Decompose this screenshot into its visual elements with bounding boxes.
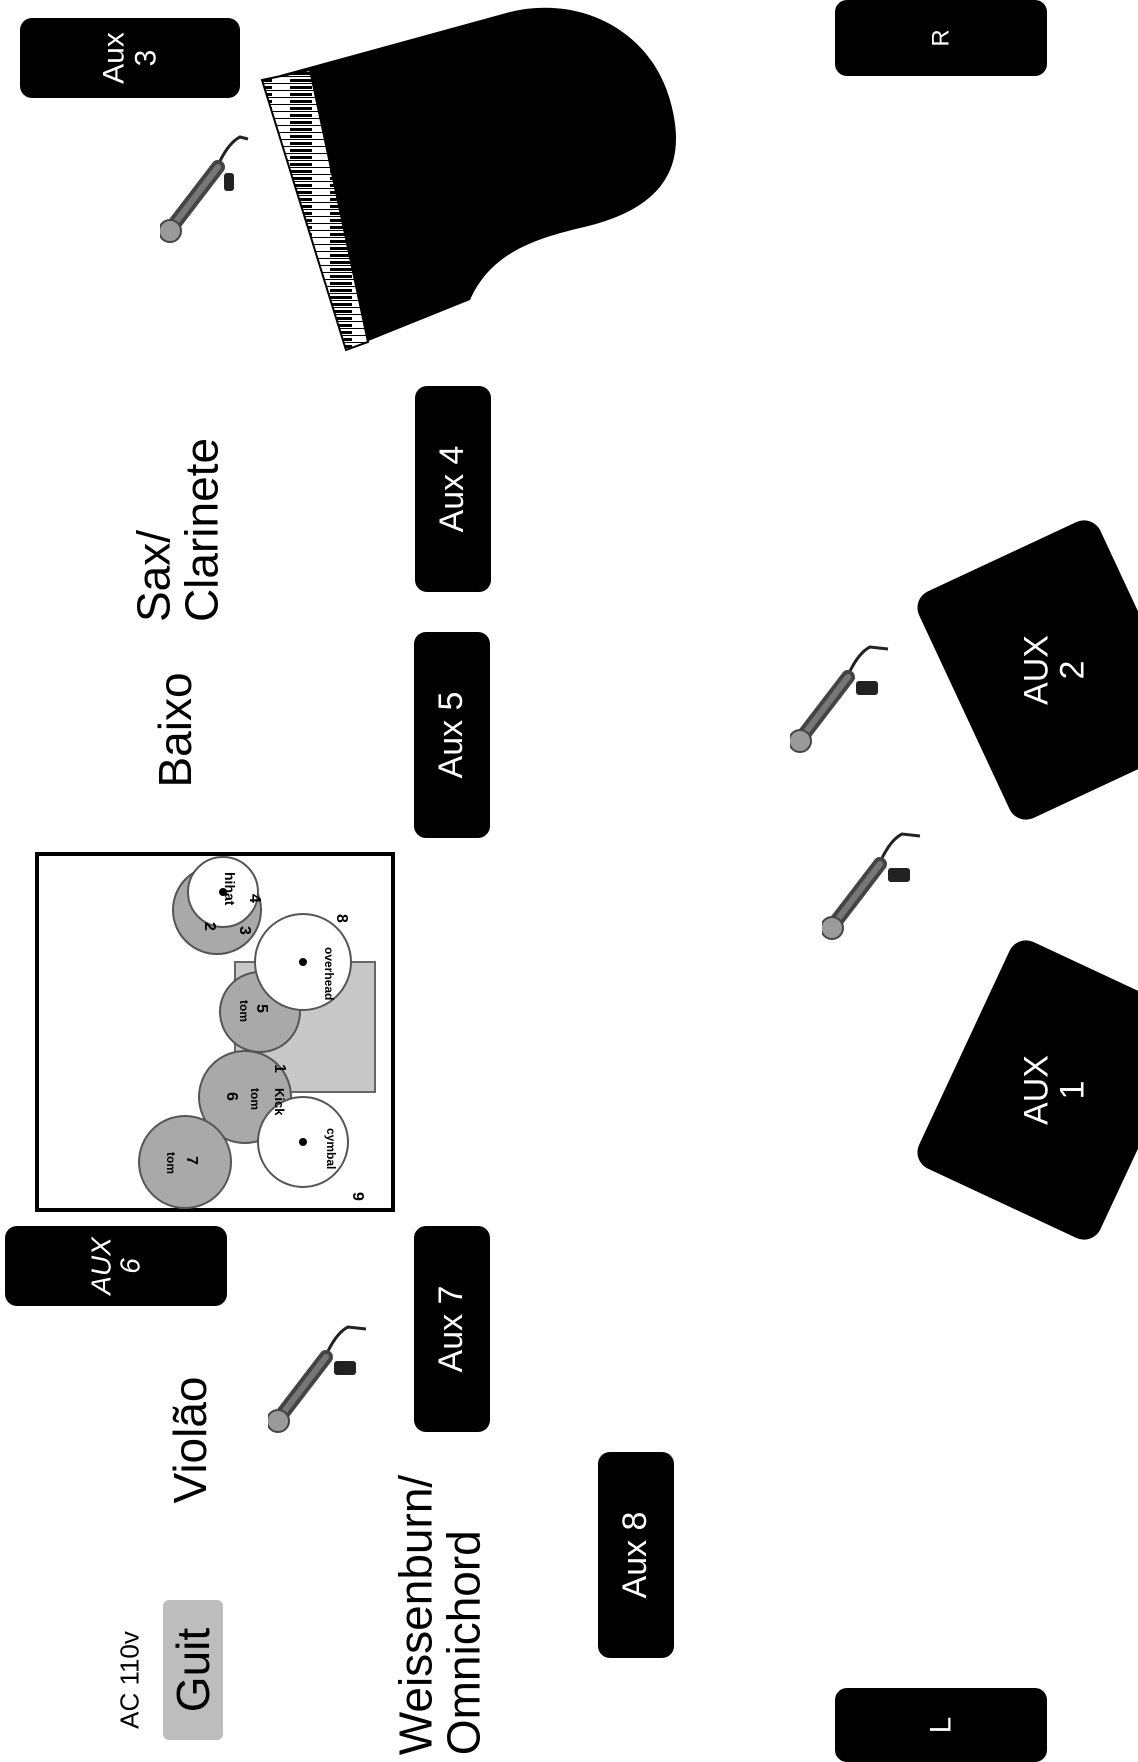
monitor-aux-2[interactable]: AUX 2 bbox=[911, 514, 1138, 826]
microphone-icon bbox=[790, 645, 889, 753]
microphone-icon bbox=[822, 832, 921, 940]
monitor-aux-7[interactable]: Aux 7 bbox=[414, 1226, 490, 1432]
grand-piano bbox=[260, 7, 676, 352]
position-sax-clarinete: Sax/ Clarinete bbox=[118, 430, 238, 630]
monitor-right-label: R bbox=[927, 29, 955, 47]
hihat-num: 4 bbox=[246, 894, 263, 903]
aux7-label: Aux 7 bbox=[432, 1285, 471, 1373]
monitor-aux-3[interactable]: Aux 3 bbox=[20, 18, 240, 98]
monitor-aux-4[interactable]: Aux 4 bbox=[415, 386, 491, 592]
ac-power-label: AC 110v bbox=[110, 1620, 150, 1740]
tom2-num: 2 bbox=[201, 922, 218, 931]
monitor-left[interactable]: L bbox=[835, 1688, 1047, 1762]
aux5-label: Aux 5 bbox=[432, 691, 471, 779]
guitar-amp: Guit bbox=[163, 1600, 223, 1740]
cymbal-label: cymbal bbox=[324, 1128, 338, 1169]
kick-label: Kick bbox=[272, 1088, 287, 1116]
baixo-label: Baixo bbox=[148, 672, 201, 788]
guit-label: Guit bbox=[166, 1627, 219, 1713]
monitor-right[interactable]: R bbox=[835, 0, 1047, 76]
position-violao: Violão bbox=[160, 1370, 220, 1510]
tom5-num: 5 bbox=[253, 1004, 270, 1013]
tom6-num: 6 bbox=[223, 1092, 240, 1101]
tom7-num: 7 bbox=[183, 1156, 200, 1165]
aux2-line2: 2 bbox=[1053, 660, 1091, 680]
weissenburn-line2: Omnichord bbox=[438, 1530, 490, 1756]
aux4-label: Aux 4 bbox=[433, 445, 472, 533]
aux3-line1: Aux bbox=[97, 32, 131, 84]
aux6-line1: AUX bbox=[85, 1237, 117, 1295]
hihat-label: hihat bbox=[222, 872, 238, 906]
drum-kit: hihat 4 2 3 8 overhead tom 5 1 Kick 6 to… bbox=[35, 852, 395, 1212]
position-baixo: Baixo bbox=[145, 665, 205, 795]
aux2-line1: AUX bbox=[1017, 635, 1056, 705]
ac-label: AC 110v bbox=[114, 1631, 145, 1729]
aux1-line1: AUX bbox=[1017, 1055, 1056, 1125]
tom7-label: tom bbox=[164, 1152, 178, 1174]
monitor-aux-1[interactable]: AUX 1 bbox=[911, 934, 1138, 1246]
tom6-label: tom bbox=[248, 1088, 262, 1110]
position-weissenburn: Weissenburn/ Omnichord bbox=[380, 1475, 500, 1755]
snare-num: 3 bbox=[236, 926, 253, 935]
tom-7 bbox=[138, 1115, 232, 1209]
monitor-aux-8[interactable]: Aux 8 bbox=[598, 1452, 674, 1658]
monitor-aux-6[interactable]: AUX 6 bbox=[5, 1226, 227, 1306]
kick-num: 1 bbox=[271, 1064, 288, 1073]
aux1-line2: 1 bbox=[1053, 1080, 1091, 1100]
sax-line2: Clarinete bbox=[176, 437, 228, 623]
aux6-line2: 6 bbox=[115, 1258, 146, 1274]
violao-label: Violão bbox=[163, 1376, 216, 1504]
monitor-aux-5[interactable]: Aux 5 bbox=[414, 632, 490, 838]
monitor-left-label: L bbox=[924, 1716, 958, 1734]
overhead-num: 8 bbox=[333, 914, 350, 923]
microphone-icon bbox=[268, 1325, 367, 1433]
aux8-label: Aux 8 bbox=[616, 1511, 655, 1599]
aux3-line2: 3 bbox=[129, 49, 162, 67]
overhead-label: overhead bbox=[322, 947, 336, 1000]
microphone-icon bbox=[160, 135, 249, 243]
cymbal-num: 9 bbox=[349, 1192, 366, 1201]
sax-line1: Sax/ bbox=[127, 530, 180, 623]
tom5-label: tom bbox=[237, 1000, 251, 1022]
weissenburn-line1: Weissenburn/ bbox=[389, 1474, 442, 1756]
